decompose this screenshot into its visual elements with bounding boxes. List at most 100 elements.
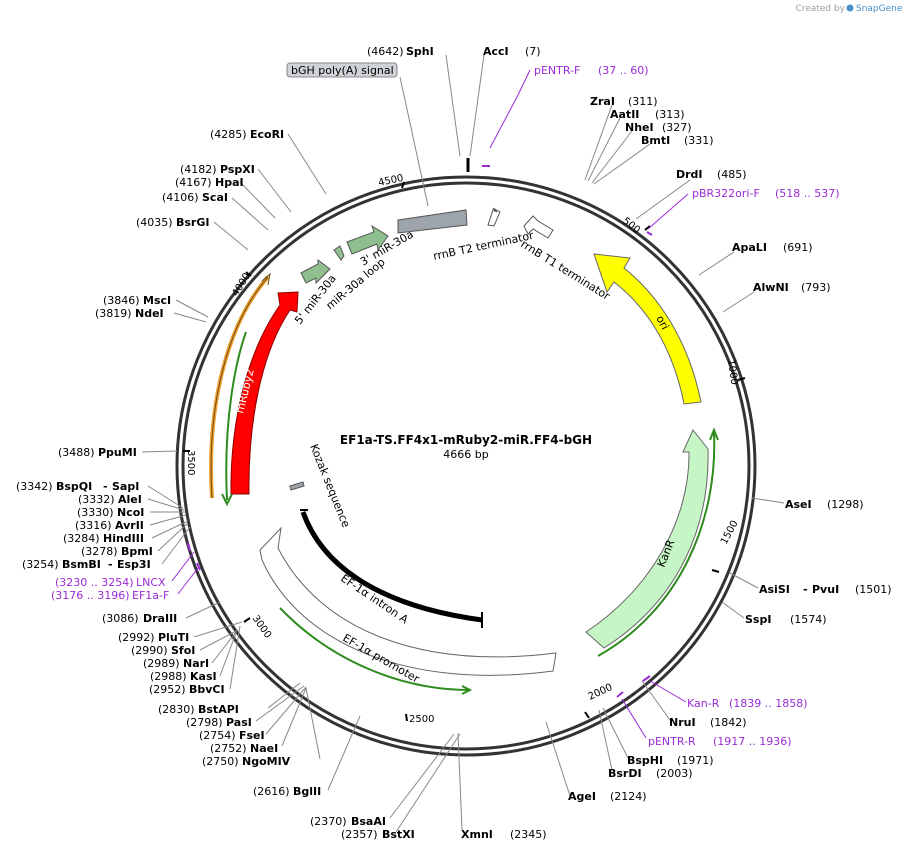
tick-label-2500: 2500 (409, 714, 434, 725)
svg-text:(691): (691) (783, 241, 813, 254)
svg-text:(3284): (3284) (63, 532, 100, 545)
enzyme-leaders (141, 54, 785, 833)
svg-text:(4106): (4106) (162, 191, 199, 204)
enzyme-hpai: HpaI (215, 176, 244, 189)
ef1a-intron-feature (300, 511, 483, 623)
svg-text:(4182): (4182) (180, 163, 217, 176)
mruby2-feature (230, 291, 299, 495)
svg-text:(2345): (2345) (510, 828, 547, 841)
primer-pbr322ori-f: pBR322ori-F (692, 187, 760, 200)
enzyme-pasi: PasI (226, 716, 252, 729)
svg-text:(313): (313) (655, 108, 685, 121)
svg-text:(4167): (4167) (175, 176, 212, 189)
svg-text:(2370): (2370) (310, 815, 347, 828)
kanr-feature (585, 429, 709, 649)
enzyme-kasi: KasI (190, 670, 217, 683)
svg-text:(1839 .. 1858): (1839 .. 1858) (729, 697, 808, 710)
svg-text:(3254): (3254) (22, 558, 59, 571)
enzyme-bsphi: BspHI (627, 754, 663, 767)
enzyme-sfoi: SfoI (171, 644, 195, 657)
svg-text:(3819): (3819) (95, 307, 132, 320)
enzyme-bpmi: BpmI (121, 545, 153, 558)
kanr-green-arrowhead (709, 427, 719, 441)
mirloop-feature (333, 245, 345, 261)
svg-text:(3230 .. 3254): (3230 .. 3254) (55, 576, 134, 589)
svg-text:(3846): (3846) (103, 294, 140, 307)
enzyme-asisi: AsiSI (759, 583, 790, 596)
mruby2-green-line (225, 331, 247, 501)
label-ori: ori (653, 313, 671, 332)
svg-text:(2990): (2990) (131, 644, 168, 657)
svg-text:(4285): (4285) (210, 128, 247, 141)
label-bgh: bGH poly(A) signal (291, 64, 394, 77)
svg-text:(1574): (1574) (790, 613, 827, 626)
enzyme-bbvci: BbvCI (189, 683, 225, 696)
svg-text:(2616): (2616) (253, 785, 290, 798)
svg-text:-: - (108, 558, 113, 571)
promoter-green-arrowhead (461, 685, 473, 695)
plasmid-length: 4666 bp (443, 448, 488, 461)
enzyme-bsrdi: BsrDI (608, 767, 642, 780)
enzyme-sspi: SspI (745, 613, 771, 626)
enzyme-scai: ScaI (202, 191, 228, 204)
svg-text:(327): (327) (662, 121, 692, 134)
enzyme-nhei: NheI (625, 121, 654, 134)
enzyme-pvui: PvuI (812, 583, 839, 596)
promoter-green-line (279, 607, 471, 691)
enzyme-bsrgi: BsrGI (176, 216, 209, 229)
svg-text:(1501): (1501) (855, 583, 892, 596)
enzyme-pos-4642: (4642) (367, 45, 404, 58)
kozak-feature (289, 481, 305, 491)
ori-feature (593, 253, 702, 405)
svg-text:(3330): (3330) (77, 506, 114, 519)
svg-text:(3176 .. 3196): (3176 .. 3196) (51, 589, 130, 602)
enzyme-alei: AleI (118, 493, 142, 506)
enzyme-avrii: AvrII (115, 519, 144, 532)
ef1a-promoter-feature (259, 526, 557, 676)
enzyme-hindiii: HindIII (103, 532, 144, 545)
enzyme-pspxi: PspXI (220, 163, 255, 176)
svg-text:(3278): (3278) (81, 545, 118, 558)
svg-text:(518 .. 537): (518 .. 537) (775, 187, 840, 200)
enzyme-aatii: AatII (610, 108, 639, 121)
enzyme-sphi: SphI (406, 45, 434, 58)
svg-text:(2750): (2750) (202, 755, 239, 768)
enzyme-bsmbi: BsmBI (62, 558, 101, 571)
mir3-feature (346, 224, 389, 255)
svg-text:(331): (331) (684, 134, 714, 147)
svg-text:(2357): (2357) (341, 828, 378, 841)
svg-text:(2988): (2988) (150, 670, 187, 683)
svg-text:(1298): (1298) (827, 498, 864, 511)
enzyme-bsaai: BsaAI (351, 815, 386, 828)
primer-pentr-f: pENTR-F (534, 64, 580, 77)
enzyme-pluti: PluTI (158, 631, 189, 644)
svg-text:(2952): (2952) (149, 683, 186, 696)
svg-text:(37 .. 60): (37 .. 60) (598, 64, 649, 77)
label-kozak: Kozak sequence (307, 442, 352, 529)
svg-text:(3488): (3488) (58, 446, 95, 459)
primer-kan-r: Kan-R (687, 697, 720, 710)
ruler-ticks (183, 181, 746, 722)
primer-pentr-r: pENTR-R (648, 735, 696, 748)
enzyme-fsei: FseI (239, 729, 265, 742)
svg-text:(793): (793) (801, 281, 831, 294)
svg-text:(3332): (3332) (78, 493, 115, 506)
enzyme-ppumi: PpuMI (98, 446, 137, 459)
primer-marks (187, 165, 653, 698)
rrnb-t1-feature (523, 215, 554, 239)
mir5-feature (300, 259, 331, 285)
svg-text:(2992): (2992) (118, 631, 155, 644)
bgh-polya-feature (397, 209, 468, 234)
enzyme-nrui: NruI (669, 716, 696, 729)
tick-label-3500: 3500 (185, 450, 196, 475)
enzyme-naei: NaeI (250, 742, 278, 755)
svg-text:(3316): (3316) (75, 519, 112, 532)
snapgene-logo-icon (846, 4, 854, 12)
svg-text:(3342): (3342) (16, 480, 53, 493)
primer-leaders (171, 69, 689, 739)
plasmid-title: EF1a-TS.FF4x1-mRuby2-miR.FF4-bGH (340, 433, 592, 447)
enzyme-zrai: ZraI (590, 95, 615, 108)
enzyme-esp3i: Esp3I (117, 558, 151, 571)
backbone-outer-ring (175, 175, 757, 757)
